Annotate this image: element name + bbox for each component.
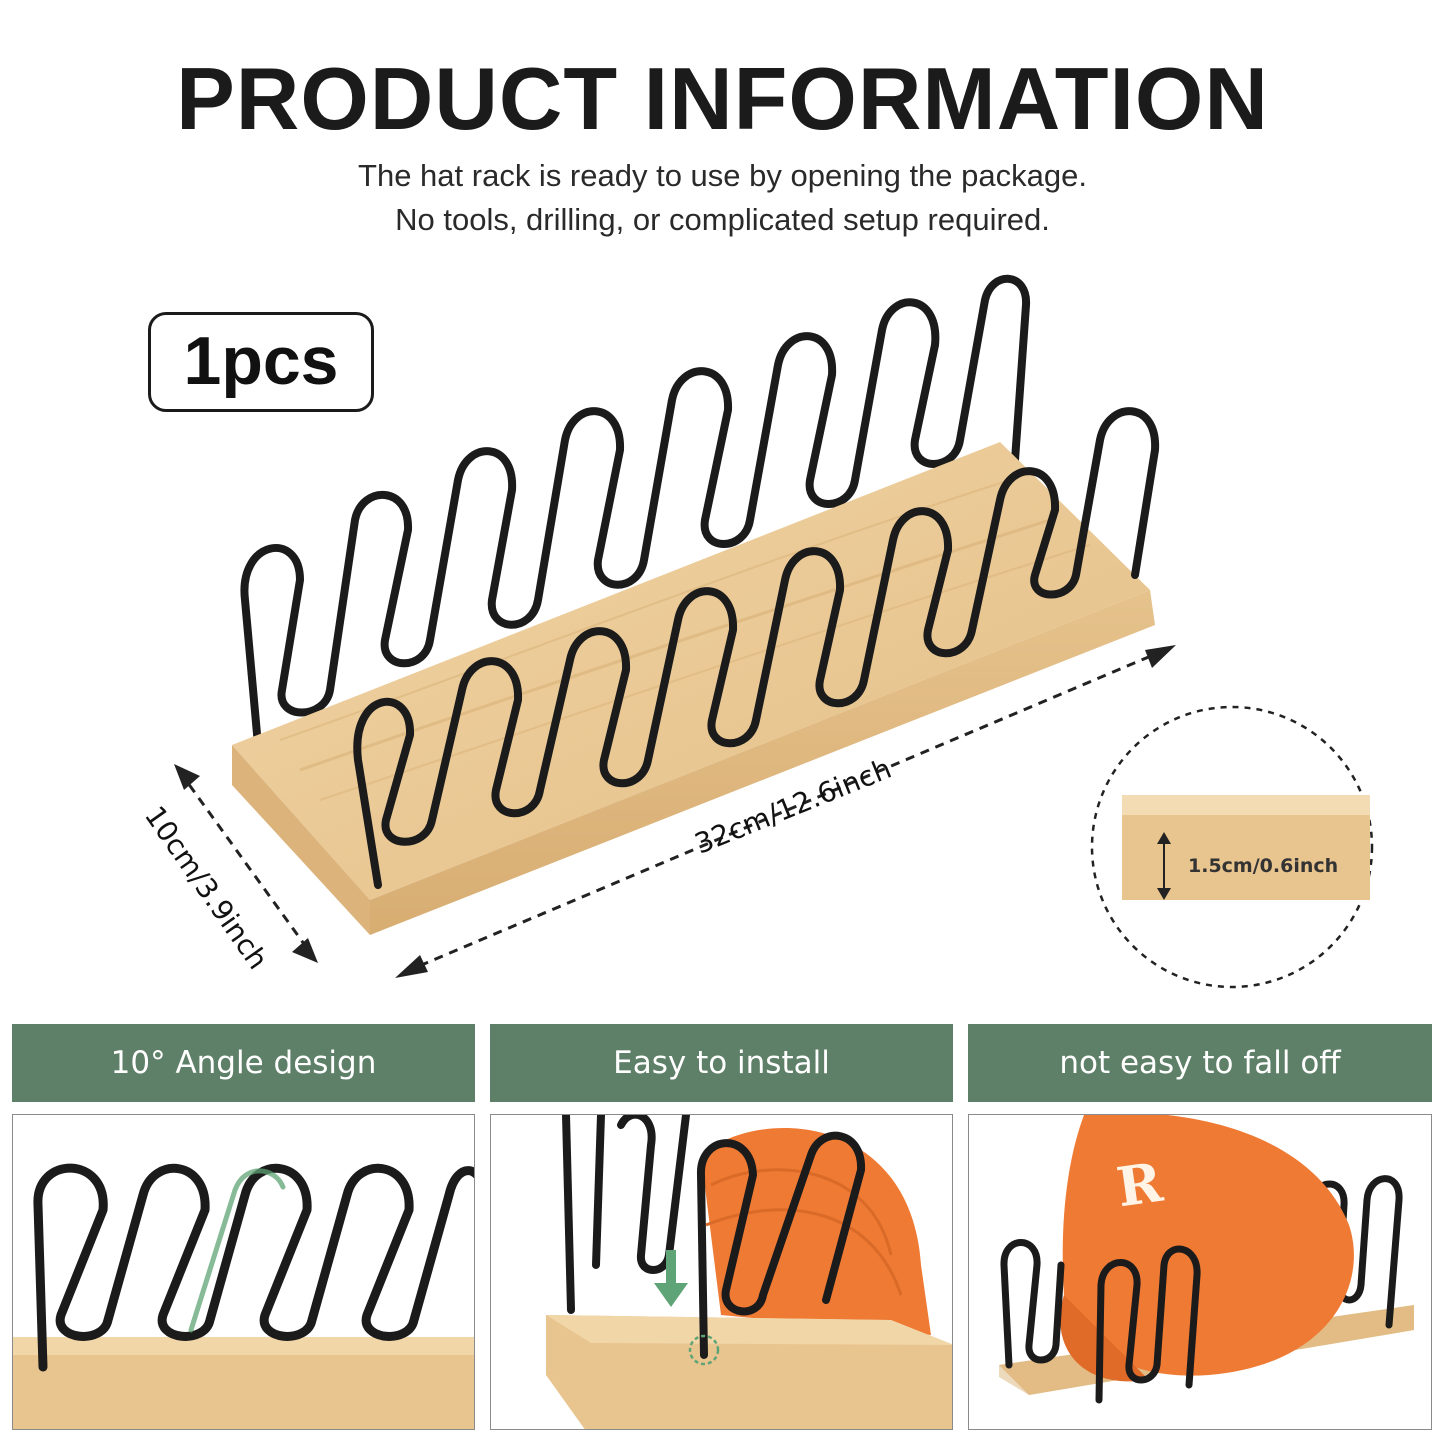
wood-base-front — [232, 745, 370, 935]
wood-base-side — [370, 590, 1155, 935]
easy-install-illustration — [546, 1115, 952, 1429]
angle-design-panel — [12, 1114, 475, 1430]
dimension-thickness-label: 1.5cm/0.6inch — [1188, 855, 1339, 877]
down-arrow-icon — [654, 1250, 688, 1307]
product-illustration — [174, 274, 1374, 989]
stability-illustration: R — [999, 1115, 1414, 1404]
angle-design-illustration — [13, 1163, 474, 1429]
wood-base-top — [232, 442, 1150, 900]
easy-install-panel — [490, 1114, 953, 1430]
page-title: PRODUCT INFORMATION — [176, 49, 1269, 148]
subtitle-line-2: No tools, drilling, or complicated setup… — [395, 202, 1050, 237]
stability-panel: R — [968, 1114, 1432, 1430]
feature-banner-angle: 10° Angle design — [12, 1024, 475, 1102]
feature-banner-stability: not easy to fall off — [968, 1024, 1432, 1102]
svg-text:R: R — [1113, 1150, 1167, 1220]
quantity-badge: 1pcs — [148, 312, 374, 412]
front-wire — [353, 407, 1160, 889]
feature-banner-install: Easy to install — [490, 1024, 953, 1102]
back-wire — [240, 274, 1031, 749]
subtitle-line-1: The hat rack is ready to use by opening … — [358, 158, 1087, 193]
